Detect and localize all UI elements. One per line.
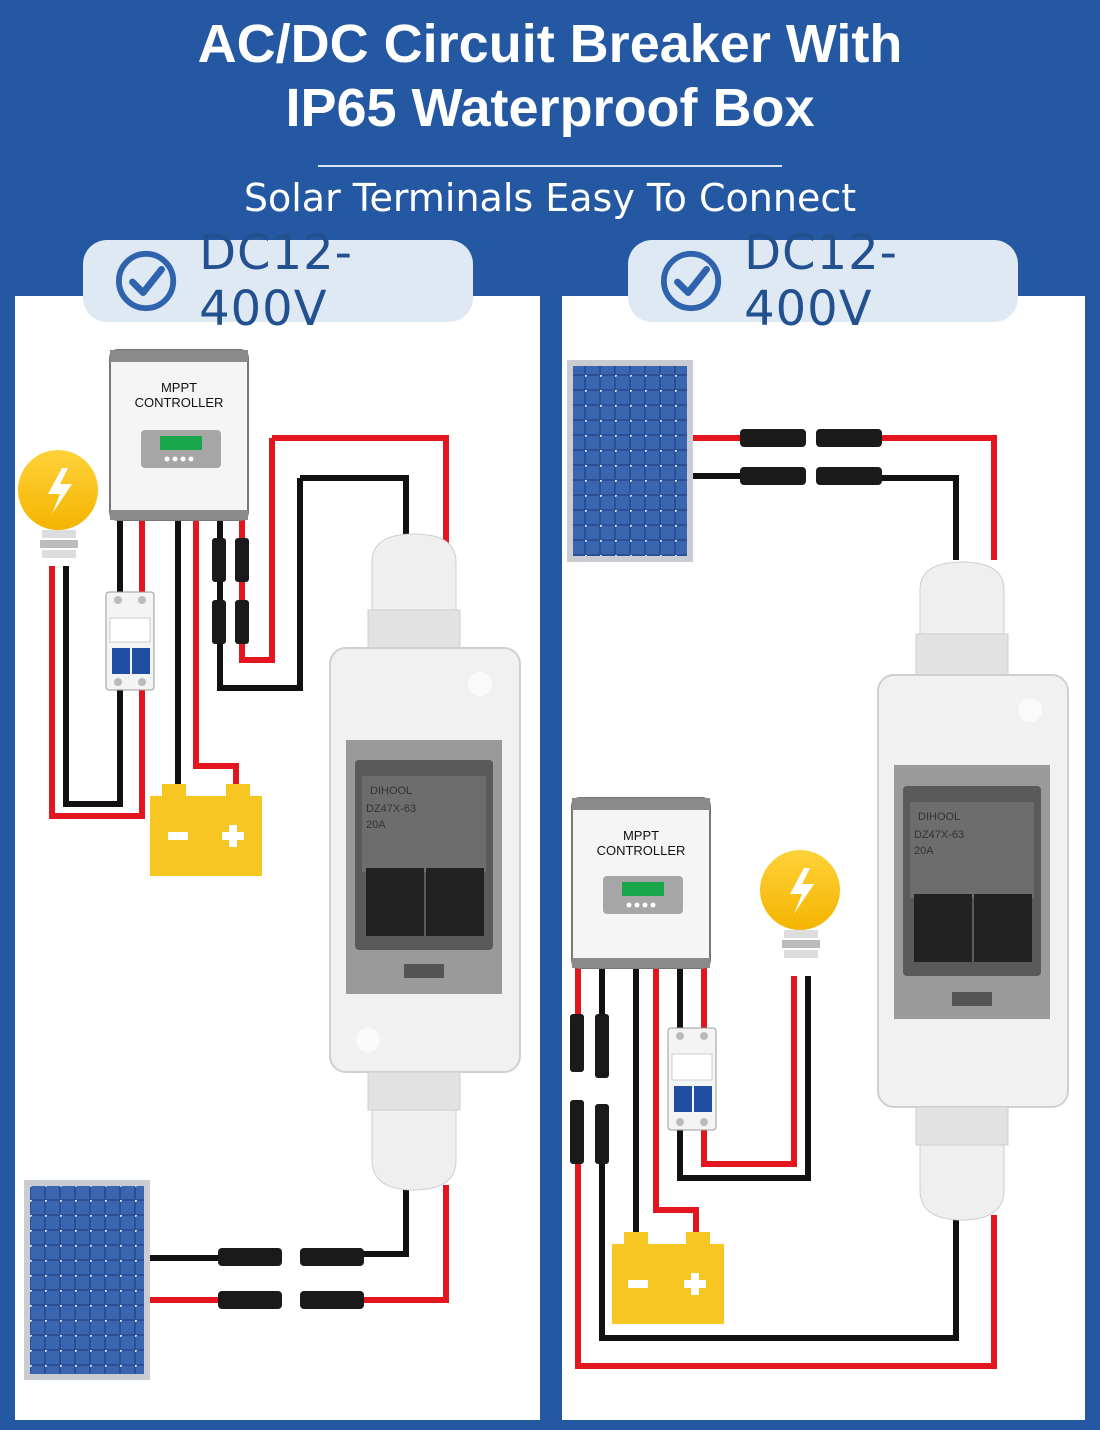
right-voltage-label: DC12-400V	[744, 225, 898, 337]
page-subtitle: Solar Terminals Easy To Connect	[243, 176, 857, 220]
right-controller-line2: CONTROLLER	[597, 843, 686, 858]
right-controller-line1: MPPT	[623, 828, 659, 843]
right-mc4-connectors-vertical	[570, 1014, 609, 1164]
left-mc4-connectors-horizontal	[218, 1248, 364, 1309]
title-line-2: IP65 Waterproof Box	[285, 78, 815, 138]
left-mc4-connectors-vertical	[212, 538, 249, 644]
right-breaker-rating: 20A	[914, 845, 934, 857]
right-wires	[575, 435, 997, 1369]
check-circle-icon	[115, 250, 177, 312]
left-controller-line1: MPPT	[161, 380, 197, 395]
right-waterproof-box: DIHOOL DZ47X-63 20A	[877, 561, 1069, 1221]
left-voltage-badge: DC12-400V	[83, 225, 473, 337]
right-battery-icon	[612, 1232, 724, 1324]
right-solar-panel	[567, 360, 693, 562]
left-waterproof-box: DIHOOL DZ47X-63 20A	[329, 533, 521, 1191]
right-mc4-connectors-horizontal	[740, 429, 882, 485]
title-divider	[318, 165, 782, 167]
left-breaker-model: DZ47X-63	[366, 803, 416, 815]
right-mppt-controller: MPPT CONTROLLER	[571, 797, 711, 969]
right-light-bulb-icon	[760, 850, 840, 958]
left-voltage-label: DC12-400V	[199, 225, 353, 337]
left-light-bulb-icon	[18, 450, 98, 558]
left-solar-panel	[24, 1180, 150, 1380]
right-breaker-brand: DIHOOL	[918, 811, 960, 823]
left-controller-line2: CONTROLLER	[135, 395, 224, 410]
left-battery-icon	[150, 784, 262, 876]
right-voltage-badge: DC12-400V	[628, 225, 1018, 337]
title-line-1: AC/DC Circuit Breaker With	[197, 14, 903, 74]
right-breaker-model: DZ47X-63	[914, 829, 964, 841]
left-mini-breaker	[105, 591, 155, 691]
check-circle-icon	[660, 250, 722, 312]
right-mini-breaker	[667, 1027, 717, 1131]
left-breaker-rating: 20A	[366, 819, 386, 831]
page-title: AC/DC Circuit Breaker With IP65 Waterpro…	[0, 12, 1100, 140]
left-breaker-brand: DIHOOL	[370, 785, 412, 797]
left-mppt-controller: MPPT CONTROLLER	[109, 349, 249, 521]
